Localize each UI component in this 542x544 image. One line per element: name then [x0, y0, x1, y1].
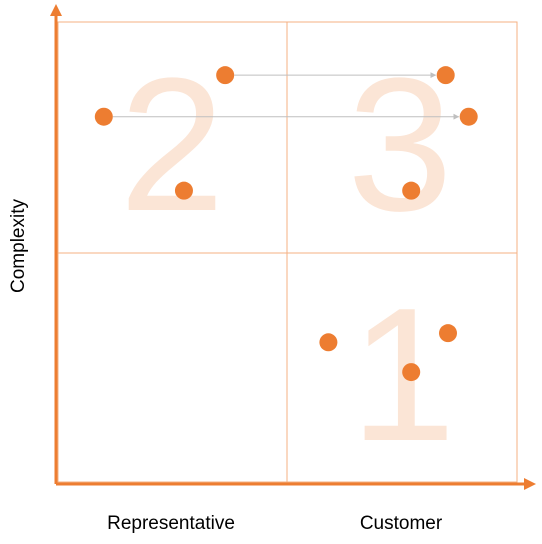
data-point-top-right-5: [459, 107, 478, 126]
data-point-top-right-6: [402, 181, 421, 200]
quadrant-number-top-right: 3: [347, 39, 453, 251]
data-point-top-left-1: [216, 66, 235, 85]
x-axis-label-representative: Representative: [107, 513, 235, 534]
y-axis-arrowhead: [50, 4, 62, 16]
quadrant-number-top-left: 2: [119, 39, 225, 251]
data-point-bottom-right-7: [319, 333, 338, 352]
data-point-bottom-right-9: [402, 363, 421, 382]
quadrant-grid: [57, 21, 518, 483]
data-points: [94, 66, 478, 382]
data-point-top-right-4: [436, 66, 455, 85]
data-point-top-left-2: [94, 107, 113, 126]
axes: [50, 4, 536, 490]
data-point-top-left-3: [174, 181, 193, 200]
data-point-bottom-right-8: [439, 324, 457, 343]
connector-arrows: [112, 72, 460, 120]
y-axis-label-complexity: Complexity: [8, 199, 29, 293]
x-axis-label-customer: Customer: [360, 513, 443, 534]
x-axis-arrowhead: [524, 478, 536, 490]
